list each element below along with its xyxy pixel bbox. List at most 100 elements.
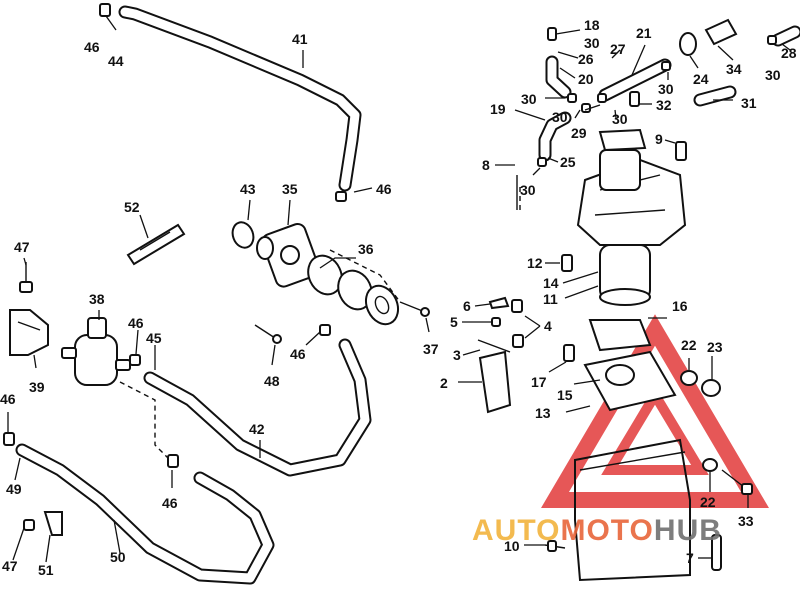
hose-21 bbox=[598, 58, 672, 102]
o-ring-43 bbox=[231, 221, 255, 249]
clamp-46-bottom bbox=[167, 454, 179, 468]
gasket-16 bbox=[588, 319, 652, 352]
watermark-wordmark: AUTOMOTOHUB bbox=[472, 514, 722, 547]
callout-24: 24 bbox=[693, 71, 709, 87]
callout-50: 50 bbox=[110, 549, 126, 565]
callout-46-f: 46 bbox=[162, 495, 178, 511]
hose-41 bbox=[118, 5, 362, 192]
leader-lines bbox=[7, 15, 791, 563]
callout-42: 42 bbox=[249, 421, 265, 437]
screw-48 bbox=[254, 324, 282, 344]
callout-22-a: 22 bbox=[681, 337, 697, 353]
callout-13: 13 bbox=[535, 405, 551, 421]
callout-3: 3 bbox=[453, 347, 461, 363]
clamp-46-mid bbox=[319, 324, 331, 336]
callout-46-a: 46 bbox=[84, 39, 100, 55]
fuel-pump-35 bbox=[256, 223, 320, 288]
callout-28: 28 bbox=[781, 45, 797, 61]
tee-32 bbox=[629, 91, 640, 107]
callout-21: 21 bbox=[636, 25, 652, 41]
callout-30-b: 30 bbox=[658, 81, 674, 97]
callout-27: 27 bbox=[610, 41, 626, 57]
screw-9 bbox=[675, 141, 687, 161]
float-bowl-13 bbox=[583, 350, 677, 412]
callout-45: 45 bbox=[146, 330, 162, 346]
watermark-logo bbox=[541, 314, 769, 508]
primer-52 bbox=[126, 223, 186, 266]
watermark-triangle-outer bbox=[541, 314, 769, 508]
screw-37 bbox=[399, 301, 430, 317]
callout-16: 16 bbox=[672, 298, 688, 314]
clamp-46-hose41 bbox=[335, 191, 347, 202]
callout-22-b: 22 bbox=[700, 494, 716, 510]
callout-48: 48 bbox=[264, 373, 280, 389]
pin-7 bbox=[711, 534, 722, 571]
callout-18: 18 bbox=[584, 17, 600, 33]
callout-23: 23 bbox=[707, 339, 723, 355]
callout-19: 19 bbox=[490, 101, 506, 117]
hose-42 bbox=[143, 338, 372, 477]
callout-32: 32 bbox=[656, 97, 672, 113]
callout-7: 7 bbox=[686, 550, 694, 566]
callout-31: 31 bbox=[741, 95, 757, 111]
callout-26: 26 bbox=[578, 51, 594, 67]
callout-37: 37 bbox=[423, 341, 439, 357]
callout-51: 51 bbox=[38, 562, 54, 578]
hose-28 bbox=[771, 25, 800, 47]
callout-46-e: 46 bbox=[0, 391, 16, 407]
callout-8: 8 bbox=[482, 157, 490, 173]
callout-5: 5 bbox=[450, 314, 458, 330]
callout-38: 38 bbox=[89, 291, 105, 307]
valve-2 bbox=[478, 350, 512, 414]
callout-44: 44 bbox=[108, 53, 124, 69]
callout-25: 25 bbox=[560, 154, 576, 170]
bracket-39 bbox=[9, 309, 49, 356]
screw-10 bbox=[544, 540, 566, 552]
callout-14: 14 bbox=[543, 275, 559, 291]
screw-17 bbox=[563, 344, 575, 362]
callout-12: 12 bbox=[527, 255, 543, 271]
bushing-23 bbox=[701, 379, 721, 397]
callout-labels: 46 44 41 18 30 26 20 27 21 30 24 34 28 3… bbox=[0, 17, 797, 578]
carburetor-11 bbox=[576, 149, 687, 306]
clamp-46-filter bbox=[129, 354, 141, 366]
callout-6: 6 bbox=[463, 298, 471, 314]
hose-20 bbox=[545, 55, 572, 99]
callout-47-a: 47 bbox=[14, 239, 30, 255]
bolt-33 bbox=[721, 469, 753, 495]
callout-34: 34 bbox=[726, 61, 742, 77]
screw-12 bbox=[561, 254, 573, 272]
callout-30-c: 30 bbox=[765, 67, 781, 83]
hose-31 bbox=[693, 85, 737, 107]
callout-30-g: 30 bbox=[520, 182, 536, 198]
callout-46-d: 46 bbox=[290, 346, 306, 362]
fitting-47-left bbox=[19, 262, 33, 293]
callout-46-c: 46 bbox=[128, 315, 144, 331]
clamp-46-left bbox=[3, 432, 15, 446]
callout-47-b: 47 bbox=[2, 558, 18, 574]
callout-39: 39 bbox=[29, 379, 45, 395]
bushing-22-top bbox=[680, 370, 698, 386]
callout-35: 35 bbox=[282, 181, 298, 197]
callout-30-a: 30 bbox=[584, 35, 600, 51]
watermark-triangle-inner bbox=[601, 385, 709, 475]
fitting-4 bbox=[488, 296, 524, 348]
callout-15: 15 bbox=[557, 387, 573, 403]
callout-33: 33 bbox=[738, 513, 754, 529]
needle-3 bbox=[477, 339, 511, 353]
callout-10: 10 bbox=[504, 538, 520, 554]
clamp-46-top bbox=[99, 3, 111, 17]
callout-4: 4 bbox=[544, 318, 552, 334]
watermark-text: AUTOMOTOHUB bbox=[472, 514, 722, 547]
callout-29: 29 bbox=[571, 125, 587, 141]
callout-9: 9 bbox=[655, 131, 663, 147]
callout-30-e: 30 bbox=[552, 109, 568, 125]
intake-housing bbox=[574, 438, 691, 582]
callout-20: 20 bbox=[578, 71, 594, 87]
cover-25 bbox=[598, 128, 647, 152]
fitting-18 bbox=[547, 27, 557, 41]
callout-52: 52 bbox=[124, 199, 140, 215]
hose-19 bbox=[538, 111, 572, 162]
